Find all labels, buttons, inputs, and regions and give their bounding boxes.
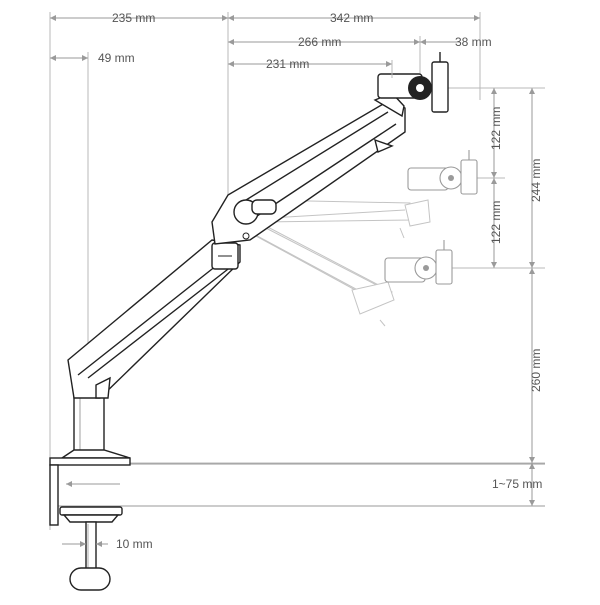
clamp-base — [49, 379, 131, 591]
dim-122-lower: 122 mm — [489, 201, 503, 244]
dim-231: 231 mm — [266, 57, 309, 71]
dim-235: 235 mm — [112, 11, 155, 25]
dim-10: 10 mm — [116, 537, 153, 551]
dimension-labels: 235 mm 342 mm 266 mm 38 mm 49 mm 231 mm … — [98, 11, 543, 551]
clamp-top-plate — [49, 457, 131, 466]
dim-266: 266 mm — [298, 35, 341, 49]
clamp-knob — [69, 567, 111, 591]
lower-arm — [67, 239, 241, 399]
monitor-mount-top — [377, 52, 449, 113]
vesa-plate — [431, 61, 449, 113]
dim-260: 260 mm — [529, 349, 543, 392]
dim-38: 38 mm — [455, 35, 492, 49]
dim-342: 342 mm — [330, 11, 373, 25]
pole-collar — [59, 449, 131, 459]
dim-122-upper: 122 mm — [489, 107, 503, 150]
clamp-bottom-plate — [59, 506, 123, 516]
dimension-lines — [50, 15, 535, 547]
dim-1-75: 1~75 mm — [492, 477, 542, 491]
clamp-back — [49, 464, 59, 526]
dim-49: 49 mm — [98, 51, 135, 65]
arm-ghost-lowest — [249, 223, 453, 327]
upper-arm — [211, 92, 406, 245]
desk-edge — [58, 463, 545, 507]
clamp-screw — [85, 521, 97, 571]
dim-244: 244 mm — [529, 159, 543, 202]
extension-lines — [49, 12, 545, 530]
